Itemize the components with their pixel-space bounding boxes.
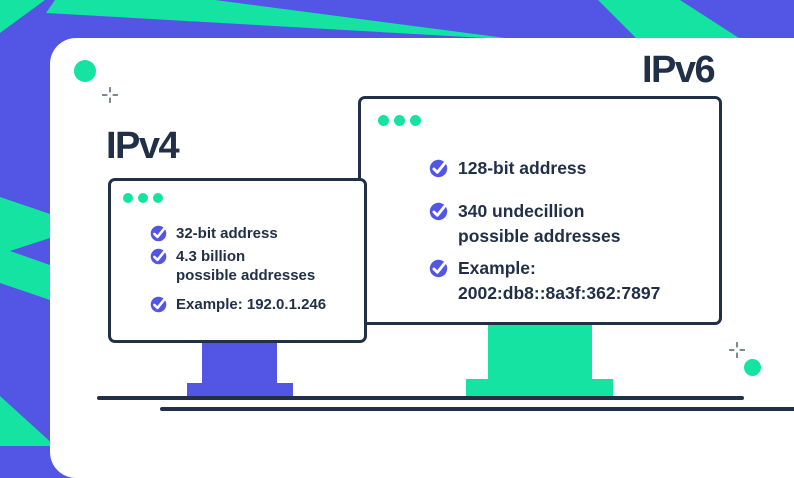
accent-dot [74, 60, 96, 82]
stand-base [187, 383, 293, 398]
feature-row: Example: 192.0.1.246 [150, 295, 326, 314]
crosshair-icon [729, 342, 745, 358]
check-circle-icon [429, 202, 448, 221]
window-dots [378, 115, 421, 126]
feature-row: 32-bit address [150, 224, 278, 243]
stand-neck [202, 341, 277, 383]
monitor-ipv6: 128-bit address 340 undecillion possible… [358, 96, 722, 325]
feature-row: 128-bit address [429, 156, 586, 181]
ipv4-title: IPv4 [106, 125, 180, 167]
content-card: IPv4 IPv6 128-bit address [50, 38, 794, 478]
stand-base [466, 379, 613, 398]
desk-line-1 [97, 396, 744, 400]
feature-text: 340 undecillion [458, 201, 585, 221]
check-circle-icon [429, 259, 448, 278]
feature-text: 32-bit address [176, 225, 278, 242]
desk-line-2 [160, 407, 794, 411]
crosshair-icon [102, 87, 118, 103]
feature-text: possible addresses [458, 226, 621, 246]
check-circle-icon [150, 296, 167, 313]
check-circle-icon [150, 225, 167, 242]
check-circle-icon [429, 159, 448, 178]
feature-row: Example: 2002:db8::8a3f:362:7897 [429, 256, 660, 306]
window-dots [123, 193, 163, 203]
feature-text: Example: 192.0.1.246 [176, 296, 327, 313]
monitor-ipv4: 32-bit address 4.3 billion possible addr… [108, 178, 367, 343]
feature-text: Example: [458, 258, 536, 278]
accent-dot [744, 359, 761, 376]
feature-row: 4.3 billion possible addresses [150, 247, 315, 285]
ipv6-title: IPv6 [642, 49, 716, 91]
feature-text: 128-bit address [458, 158, 587, 178]
stand-neck [488, 323, 592, 379]
feature-text: 4.3 billion [176, 248, 246, 265]
feature-text: possible addresses [176, 267, 316, 284]
feature-text: 2002:db8::8a3f:362:7897 [458, 283, 661, 303]
check-circle-icon [150, 248, 167, 265]
feature-row: 340 undecillion possible addresses [429, 199, 620, 249]
